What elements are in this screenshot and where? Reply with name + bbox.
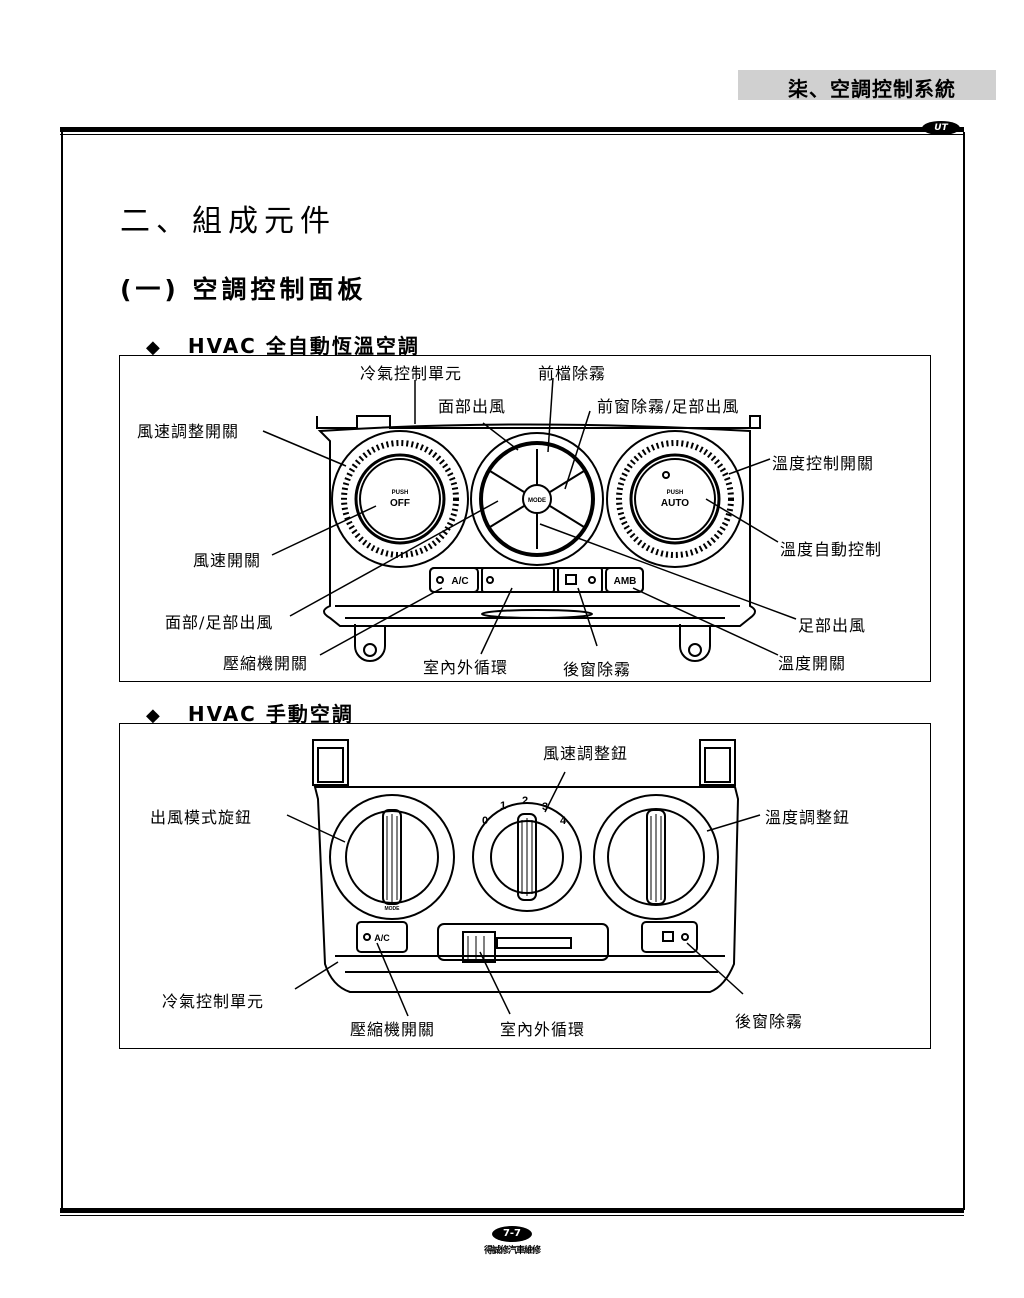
fan-speed-0: 0 <box>482 815 488 827</box>
label-temp-knob: 溫度調整鈕 <box>765 808 851 827</box>
fan-speed-2: 2 <box>522 795 528 807</box>
auto-hvac-diagram: PUSH OFF PUSH AUTO MODE A/C AMB <box>262 377 797 662</box>
label-ac-control-unit: 冷氣控制單元 <box>360 364 463 383</box>
label-mode-knob: 出風模式旋鈕 <box>150 808 253 827</box>
top-rule-thin <box>60 134 964 135</box>
label-manual-rear-defrost: 後窗除霧 <box>735 1012 804 1031</box>
label-manual-recirc: 室內外循環 <box>500 1020 586 1039</box>
manual-mode-label: MODE <box>385 906 401 912</box>
label-foot-vent: 足部出風 <box>798 616 867 635</box>
publisher-name: 得誠修汽車維修 <box>483 1246 541 1256</box>
label-fan-switch: 風速開關 <box>193 551 262 570</box>
auto-amb-button: AMB <box>614 576 637 587</box>
label-face-vent: 面部出風 <box>438 397 507 416</box>
page-frame <box>61 132 965 1210</box>
label-compressor-switch: 壓縮機開關 <box>223 654 309 673</box>
fan-speed-1: 1 <box>500 800 506 812</box>
page-number-badge: 7-7 得誠修汽車維修 <box>478 1226 546 1256</box>
fan-speed-4: 4 <box>560 815 567 827</box>
bottom-rule-thin <box>60 1215 964 1216</box>
label-manual-ac-control-unit: 冷氣控制單元 <box>162 992 265 1011</box>
label-temp-control-switch: 溫度控制開關 <box>772 454 875 473</box>
label-temp-auto-control: 溫度自動控制 <box>780 540 883 559</box>
chapter-title: 柒、空調控制系統 <box>788 77 956 101</box>
label-face-foot-vent: 面部/足部出風 <box>165 613 274 632</box>
fan-speed-3: 3 <box>542 801 548 813</box>
manual-hvac-diagram: MODE A/C 0 1 2 3 4 <box>286 739 761 1017</box>
auto-auto-label: AUTO <box>661 498 689 509</box>
auto-ac-button: A/C <box>451 576 468 587</box>
header-tab <box>738 70 996 100</box>
auto-mode-label: MODE <box>528 498 546 504</box>
diamond-bullet-icon: ◆ <box>146 337 162 358</box>
label-manual-compressor-switch: 壓縮機開關 <box>350 1020 436 1039</box>
label-defrost-front: 前檔除霧 <box>538 364 607 383</box>
manual-hvac-figure: MODE A/C 0 1 2 3 4 風速調整鈕 出風模式旋鈕 溫度調整鈕 冷氣… <box>119 723 931 1049</box>
auto-push-label: PUSH <box>392 490 409 496</box>
page-number: 7-7 <box>492 1226 532 1242</box>
bottom-rule <box>60 1208 964 1213</box>
label-fan-speed-switch: 風速調整開關 <box>137 422 240 441</box>
section-title: 二、組成元件 <box>120 204 336 239</box>
label-temp-switch: 溫度開關 <box>778 654 847 673</box>
label-fan-speed-knob: 風速調整鈕 <box>543 744 629 763</box>
auto-hvac-figure: PUSH OFF PUSH AUTO MODE A/C AMB 冷氣控制單元 前… <box>119 355 931 682</box>
auto-off-label: OFF <box>390 498 410 509</box>
top-rule <box>60 127 964 132</box>
manual-ac-button: A/C <box>374 933 390 943</box>
diamond-bullet-icon: ◆ <box>146 705 162 726</box>
auto-heading: HVAC 全自動恆溫空調 <box>187 334 420 358</box>
subsection-title: (一) 空調控制面板 <box>120 275 367 304</box>
label-recirc: 室內外循環 <box>423 658 509 677</box>
manual-heading-row: ◆ HVAC 手動空調 <box>146 698 354 727</box>
label-rear-defrost: 後窗除霧 <box>563 660 632 679</box>
logo: UT <box>922 121 960 135</box>
label-defrost-foot: 前窗除霧/足部出風 <box>597 397 740 416</box>
manual-heading: HVAC 手動空調 <box>187 702 354 726</box>
auto-heading-row: ◆ HVAC 全自動恆溫空調 <box>146 330 420 359</box>
auto-push-label-2: PUSH <box>667 490 684 496</box>
